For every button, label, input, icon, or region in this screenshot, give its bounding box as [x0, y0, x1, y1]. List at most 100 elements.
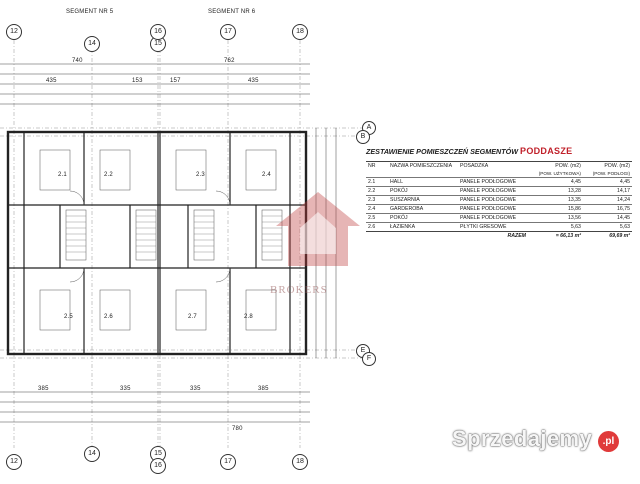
cell-area-floor: 4,45 [582, 177, 632, 187]
table-row: 2.4 GARDEROBA PANELE PODŁOGOWE 15,86 16,… [366, 204, 632, 214]
room-code: 2.3 [196, 172, 205, 178]
cell-floor: PANELE PODŁOGOWE [458, 186, 528, 196]
door-swings [69, 190, 231, 283]
axis-marker-top-14: 14 [84, 36, 100, 52]
dimension-label: 385 [38, 386, 49, 392]
subheader-area-floor: (POW. PODŁOGI) [592, 171, 630, 176]
cell-name: HALL [388, 177, 458, 187]
cell-name: ŁAZIENKA [388, 222, 458, 232]
header-name: NAZWA POMIESZCZENIA [388, 161, 458, 170]
table-title-accent: PODDASZE [520, 146, 573, 156]
cell-name: SUSZARNIA [388, 195, 458, 205]
axis-marker-top-17: 17 [220, 24, 236, 40]
dimension-label: 335 [120, 386, 131, 392]
cell-nr: 2.5 [366, 213, 388, 223]
axis-marker-bottom-12: 12 [6, 454, 22, 470]
header-floor: POSADZKA [458, 161, 528, 170]
cell-nr: 2.1 [366, 177, 388, 187]
table-title: ZESTAWIENIE POMIESZCZEŃ SEGMENTÓW PODDAS… [366, 146, 632, 156]
cell-area-usable: 13,56 [528, 213, 583, 223]
table-total-row: RAZEM = 66,13 m² 69,69 m² [366, 231, 632, 240]
dimension-label: 435 [248, 78, 259, 84]
cell-area-floor: 5,63 [582, 222, 632, 232]
room-code: 2.8 [244, 314, 253, 320]
site-logo[interactable]: Sprzedajemy [452, 426, 593, 451]
axis-marker-bottom-18: 18 [292, 454, 308, 470]
table-row: 2.6 ŁAZIENKA PŁYTKI GRESOWE 5,63 5,63 [366, 222, 632, 232]
axis-marker-bottom-16: 16 [150, 458, 166, 474]
room-code: 2.1 [58, 172, 67, 178]
table-title-text: ZESTAWIENIE POMIESZCZEŃ SEGMENTÓW [366, 147, 519, 156]
axis-marker-right-b: B [356, 130, 370, 144]
room-code: 2.5 [64, 314, 73, 320]
axis-marker-bottom-17: 17 [220, 454, 236, 470]
dimension-label: 153 [132, 78, 143, 84]
cell-area-usable: 13,28 [528, 186, 583, 196]
cell-floor: PANELE PODŁOGOWE [458, 204, 528, 214]
segment-label-6: SEGMENT NR 6 [208, 9, 256, 15]
cell-area-floor: 16,75 [582, 204, 632, 214]
stairs-and-skylights [39, 149, 283, 331]
table-subheader-row: (POW. UŻYTKOWA) (POW. PODŁOGI) [366, 170, 632, 178]
table-row: 2.3 SUSZARNIA PANELE PODŁOGOWE 13,35 14,… [366, 195, 632, 205]
cell-area-floor: 14,24 [582, 195, 632, 205]
header-nr: NR [366, 161, 388, 170]
cell-area-usable: 13,35 [528, 195, 583, 205]
dimension-label: 385 [258, 386, 269, 392]
dimension-label: 157 [170, 78, 181, 84]
axis-marker-right-f: F [362, 352, 376, 366]
cell-area-floor: 14,17 [582, 186, 632, 196]
watermark-logo-icon [276, 192, 360, 266]
room-code: 2.2 [104, 172, 113, 178]
axis-marker-top-16: 16 [150, 24, 166, 40]
segment-label-5: SEGMENT NR 5 [66, 9, 114, 15]
room-schedule-table: NR NAZWA POMIESZCZENIA POSADZKA POW. (m2… [366, 161, 632, 240]
table-row: 2.1 HALL PANELE PODŁOGOWE 4,45 4,45 [366, 177, 632, 187]
cell-area-usable: 4,45 [528, 177, 583, 187]
cell-name: POKÓJ [388, 186, 458, 196]
dimension-lines-bottom [0, 391, 310, 423]
dimension-label: 780 [232, 426, 243, 432]
cell-floor: PANELE PODŁOGOWE [458, 177, 528, 187]
room-code: 2.4 [262, 172, 271, 178]
dimension-label: 435 [46, 78, 57, 84]
cell-name: GARDEROBA [388, 204, 458, 214]
total-area-usable: = 66,13 m² [528, 231, 583, 240]
cell-name: POKÓJ [388, 213, 458, 223]
stair-treads [66, 215, 282, 253]
room-schedule-panel: ZESTAWIENIE POMIESZCZEŃ SEGMENTÓW PODDAS… [366, 146, 632, 240]
cell-area-floor: 14,45 [582, 213, 632, 223]
cell-floor: PŁYTKI GRESOWE [458, 222, 528, 232]
interior-walls [8, 132, 306, 354]
cell-area-usable: 15,86 [528, 204, 583, 214]
header-area-floor: POW. (m2) [582, 161, 632, 170]
total-area-floor: 69,69 m² [582, 231, 632, 240]
axis-marker-top-18: 18 [292, 24, 308, 40]
cell-area-usable: 5,63 [528, 222, 583, 232]
total-label: RAZEM [458, 231, 528, 240]
exterior-walls [6, 130, 308, 356]
cell-nr: 2.4 [366, 204, 388, 214]
dimension-label: 740 [72, 58, 83, 64]
table-header-row: NR NAZWA POMIESZCZENIA POSADZKA POW. (m2… [366, 161, 632, 170]
subheader-area-usable: (POW. UŻYTKOWA) [538, 171, 581, 176]
room-code: 2.6 [104, 314, 113, 320]
dimension-label: 762 [224, 58, 235, 64]
dimension-lines-top [0, 63, 310, 105]
table-row: 2.2 POKÓJ PANELE PODŁOGOWE 13,28 14,17 [366, 186, 632, 196]
axis-marker-bottom-14: 14 [84, 446, 100, 462]
cell-nr: 2.6 [366, 222, 388, 232]
room-code: 2.7 [188, 314, 197, 320]
cell-nr: 2.3 [366, 195, 388, 205]
header-area-usable: POW. (m2) [528, 161, 583, 170]
table-row: 2.5 POKÓJ PANELE PODŁOGOWE 13,56 14,45 [366, 213, 632, 223]
site-logo-badge[interactable]: .pl [598, 431, 619, 452]
dimension-label: 335 [190, 386, 201, 392]
cell-nr: 2.2 [366, 186, 388, 196]
axis-marker-top-12: 12 [6, 24, 22, 40]
watermark-text: BROKERS [270, 284, 328, 296]
cell-floor: PANELE PODŁOGOWE [458, 213, 528, 223]
cell-floor: PANELE PODŁOGOWE [458, 195, 528, 205]
